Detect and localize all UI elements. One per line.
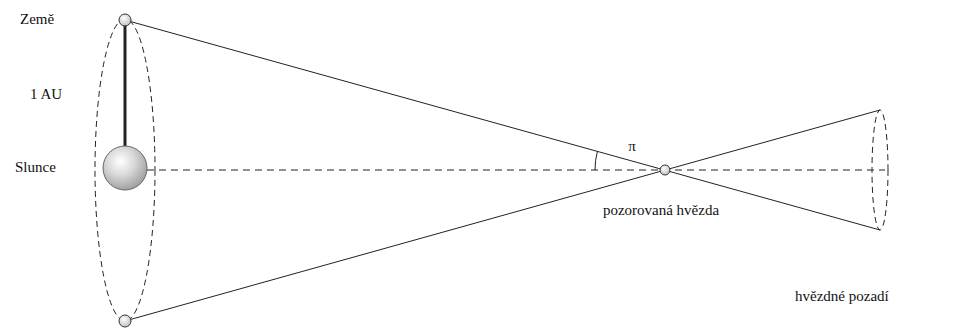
star-symbol [660, 165, 670, 175]
axis-line [147, 170, 885, 171]
earth-orbit [95, 19, 155, 321]
sight-line [125, 110, 880, 321]
earth-symbol [119, 14, 131, 26]
object-label: pozorovaná hvězda [603, 201, 719, 219]
sun-symbol [103, 146, 147, 190]
object-label: Země [20, 10, 54, 28]
region-label: hvězdné pozadí [795, 287, 889, 305]
sight-line [125, 20, 880, 230]
background-ellipse [872, 110, 888, 230]
distance-label: 1 AU [30, 85, 62, 103]
object-label: Slunce [15, 158, 56, 176]
parallax-angle-arc [595, 151, 598, 170]
distance-bar [124, 20, 127, 146]
earth-symbol [119, 315, 131, 327]
angle-label: π [628, 137, 636, 155]
